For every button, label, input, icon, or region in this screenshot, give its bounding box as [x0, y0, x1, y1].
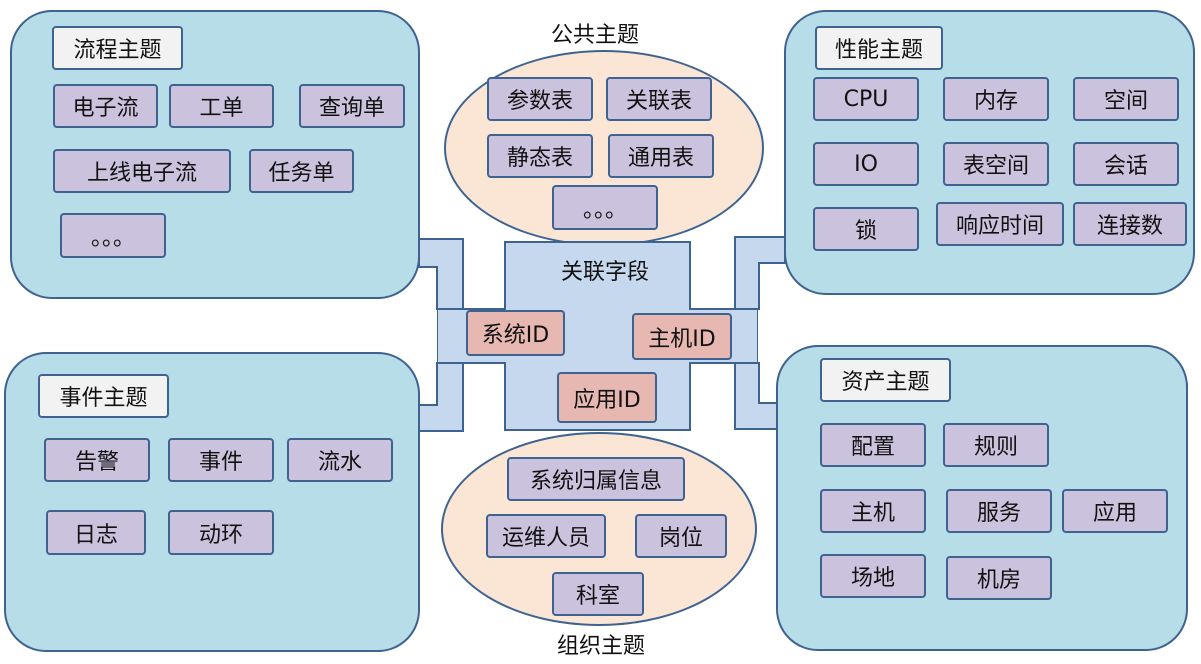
event-item: 告警 — [44, 438, 150, 482]
seam-cover-event — [438, 402, 462, 406]
asset-item: 主机 — [820, 489, 926, 533]
public-item: 通用表 — [608, 134, 714, 178]
seam-cover-asset — [736, 400, 758, 404]
asset-item: 场地 — [820, 554, 926, 598]
process-item: 上线电子流 — [53, 149, 231, 193]
asset-item: 服务 — [946, 489, 1052, 533]
process-theme-title: 流程主题 — [52, 26, 183, 70]
public-item: 参数表 — [487, 77, 593, 121]
performance-item: 响应时间 — [936, 202, 1064, 246]
process-item: 查询单 — [299, 84, 405, 128]
org-item: 系统归属信息 — [507, 457, 685, 501]
asset-item: 机房 — [946, 556, 1052, 600]
seam-cover-perf — [736, 262, 758, 266]
event-item: 事件 — [168, 438, 274, 482]
performance-item: 会话 — [1073, 142, 1179, 186]
connector-event — [418, 404, 464, 432]
seam-cover-process — [438, 266, 462, 270]
event-item: 日志 — [46, 510, 146, 555]
performance-theme-title: 性能主题 — [815, 26, 943, 70]
connector-asset — [734, 402, 778, 430]
key-host-id: 主机ID — [632, 313, 732, 360]
key-app-id: 应用ID — [557, 372, 657, 423]
performance-item: 连接数 — [1073, 202, 1187, 246]
connector-event-stem — [436, 362, 464, 406]
performance-item: 表空间 — [943, 142, 1049, 186]
process-item: 工单 — [169, 84, 274, 128]
process-item: 电子流 — [53, 84, 158, 128]
connector-perf-stem — [734, 262, 760, 310]
performance-item: 锁 — [813, 207, 919, 251]
org-item: 科室 — [552, 572, 644, 616]
org-item: 岗位 — [635, 514, 727, 558]
asset-item: 应用 — [1062, 489, 1168, 533]
performance-item: 内存 — [943, 77, 1049, 121]
event-item: 动环 — [168, 510, 274, 555]
process-item-more: 。。。 — [60, 213, 166, 258]
connector-perf — [734, 236, 786, 264]
org-theme-title: 组织主题 — [556, 634, 646, 659]
key-system-id: 系统ID — [466, 310, 565, 356]
process-item: 任务单 — [249, 149, 354, 193]
center-title: 关联字段 — [560, 260, 650, 285]
performance-item: 空间 — [1073, 77, 1179, 121]
org-item: 运维人员 — [486, 514, 606, 558]
event-item: 流水 — [287, 438, 393, 482]
asset-item: 规则 — [943, 423, 1049, 467]
public-item: 静态表 — [487, 134, 593, 178]
connector-asset-stem — [734, 362, 760, 404]
connector-process — [418, 238, 464, 268]
public-theme-title: 公共主题 — [550, 23, 640, 48]
asset-theme-title: 资产主题 — [820, 358, 951, 402]
event-theme-title: 事件主题 — [38, 374, 169, 418]
performance-item: IO — [813, 142, 919, 186]
connector-process-stem — [436, 266, 464, 310]
asset-item: 配置 — [820, 423, 926, 467]
public-item: 关联表 — [606, 77, 712, 121]
public-item-more: 。。。 — [552, 185, 658, 230]
performance-item: CPU — [813, 77, 919, 121]
